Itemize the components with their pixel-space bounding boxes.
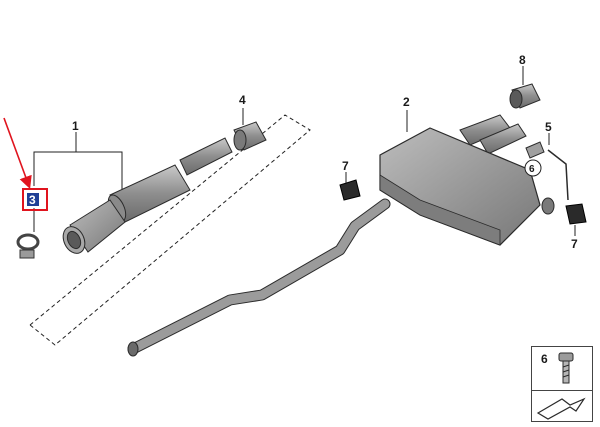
callout-1: 1 — [72, 119, 79, 133]
fastener-legend: 6 — [531, 346, 593, 422]
assembly-dashed-outline — [29, 114, 311, 346]
clamp-ring — [16, 233, 40, 259]
red-arrow — [3, 117, 32, 190]
callout-8: 8 — [519, 53, 526, 67]
callout-5: 5 — [545, 120, 552, 134]
tailpipe-tip — [509, 83, 541, 109]
legend-item-number: 6 — [541, 352, 548, 366]
highlight-box — [22, 188, 48, 211]
rubber-mount-left — [339, 179, 361, 201]
part1-bracket — [33, 151, 123, 190]
rubber-mount-right — [565, 203, 587, 225]
hanger-bracket — [525, 141, 569, 201]
rear-muffler — [379, 114, 555, 246]
bolt-icon — [558, 352, 574, 384]
pipe-clamp — [233, 121, 267, 151]
center-pipe-end — [127, 341, 139, 357]
callout-4: 4 — [239, 93, 246, 107]
callout-3-background — [27, 193, 39, 206]
callout-3: 3 — [29, 193, 36, 207]
part6-circle — [524, 159, 542, 177]
callout-7-left: 7 — [342, 159, 349, 173]
arrow-icon — [536, 397, 586, 420]
callout-2: 2 — [403, 95, 410, 109]
callout-7-right: 7 — [571, 237, 578, 251]
callout-6-circle: 6 — [529, 164, 535, 175]
legend-divider — [532, 390, 592, 391]
center-pipe-fill — [128, 199, 390, 354]
catalytic-converter-pipe — [62, 137, 233, 254]
